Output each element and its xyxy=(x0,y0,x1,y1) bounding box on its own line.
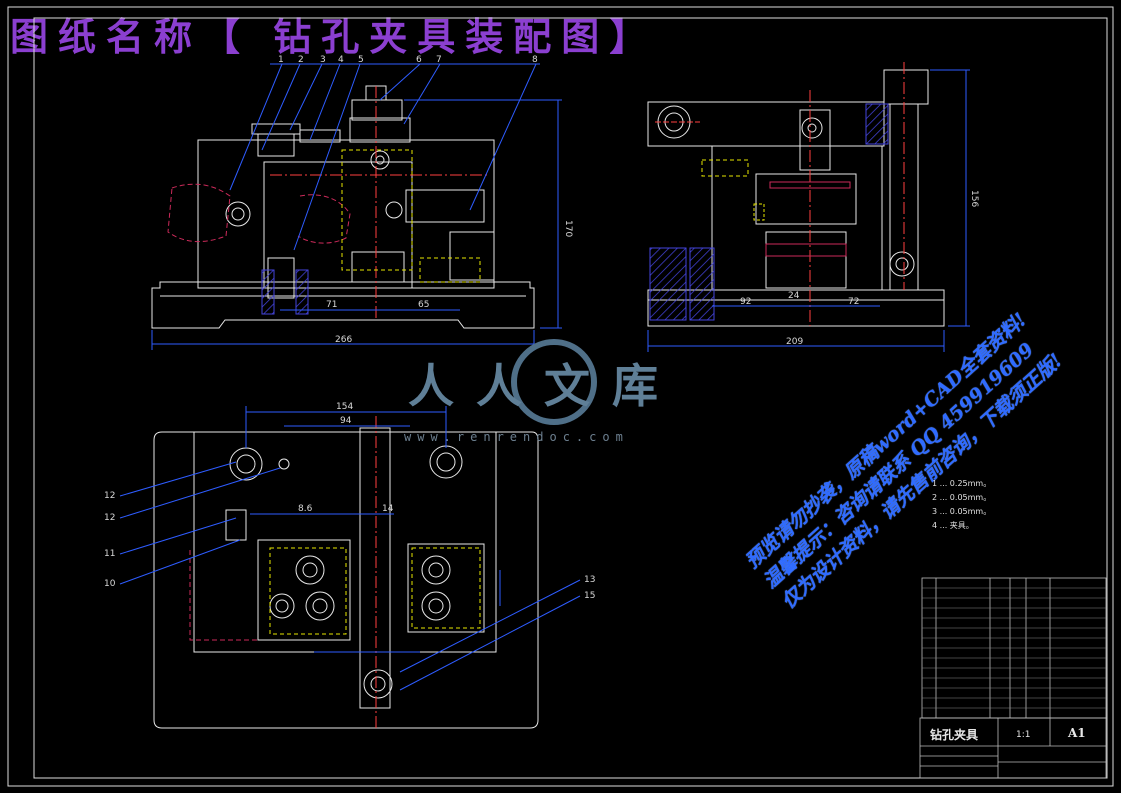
part-label: 7 xyxy=(436,55,442,65)
part-label: 10 xyxy=(104,579,116,589)
title-block-scale: 1:1 xyxy=(1016,730,1031,740)
part-label: 12 xyxy=(104,491,115,501)
part-label: 12 xyxy=(104,513,115,523)
part-label: 13 xyxy=(584,575,595,585)
dim-front-mid: 65 xyxy=(418,300,429,310)
title-block xyxy=(919,717,1107,779)
tech-note-2: 2 ... 0.05mm。 xyxy=(932,493,992,502)
side-view-accents xyxy=(649,103,889,321)
watermark-url: www.renrendoc.com xyxy=(404,430,629,444)
front-view-dimensions xyxy=(151,63,562,350)
dim-side-height: 156 xyxy=(969,190,979,207)
front-view-accents xyxy=(167,149,481,315)
title-block-sheet: A1 xyxy=(1068,726,1086,740)
plan-view-dimensions xyxy=(119,406,581,691)
side-view-dimensions xyxy=(647,69,970,352)
part-label: 8 xyxy=(532,55,538,65)
dim-side-b: 24 xyxy=(788,291,800,301)
watermark-brand: 人人文库 xyxy=(408,359,680,413)
parts-list-rows xyxy=(922,587,1106,709)
dim-side-width: 209 xyxy=(786,337,803,347)
dim-plan-fourth: 14 xyxy=(382,504,394,514)
front-view xyxy=(151,85,535,329)
drawing-frame xyxy=(33,17,1108,779)
part-label: 6 xyxy=(416,55,422,65)
drawing-title: 图纸名称【 钻孔夹具装配图】 xyxy=(10,14,658,59)
sheet-border xyxy=(7,6,1114,787)
part-label: 2 xyxy=(298,55,304,65)
part-label: 5 xyxy=(358,55,364,65)
part-label: 4 xyxy=(338,55,344,65)
side-dim-labels: 209 156 92 24 72 xyxy=(740,190,979,347)
part-label: 15 xyxy=(584,591,595,601)
dim-plan-second: 94 xyxy=(340,416,352,426)
tech-note-1: 1 ... 0.25mm。 xyxy=(932,479,992,488)
dim-front-left: 71 xyxy=(326,300,337,310)
plan-labels: 12 12 11 10 13 15 154 94 8.6 14 xyxy=(104,402,595,601)
watermark-logo xyxy=(511,339,597,425)
plan-view xyxy=(153,416,539,730)
tech-note-3: 3 ... 0.05mm。 xyxy=(932,507,992,516)
dim-front-height: 170 xyxy=(563,220,573,237)
part-label: 1 xyxy=(278,55,284,65)
front-part-labels: 1 2 3 4 5 6 7 8 266 170 71 65 xyxy=(278,55,573,345)
dim-plan-third: 8.6 xyxy=(298,504,313,514)
dim-side-a: 92 xyxy=(740,297,751,307)
plan-view-accents xyxy=(189,547,481,641)
part-label: 11 xyxy=(104,549,115,559)
part-label: 3 xyxy=(320,55,326,65)
dim-front-width: 266 xyxy=(335,335,352,345)
dim-plan-top: 154 xyxy=(336,402,353,412)
title-block-name: 钻孔夹具 xyxy=(930,728,979,742)
tech-note-4: 4 ... 夹具。 xyxy=(932,521,974,530)
dim-side-c: 72 xyxy=(848,297,859,307)
